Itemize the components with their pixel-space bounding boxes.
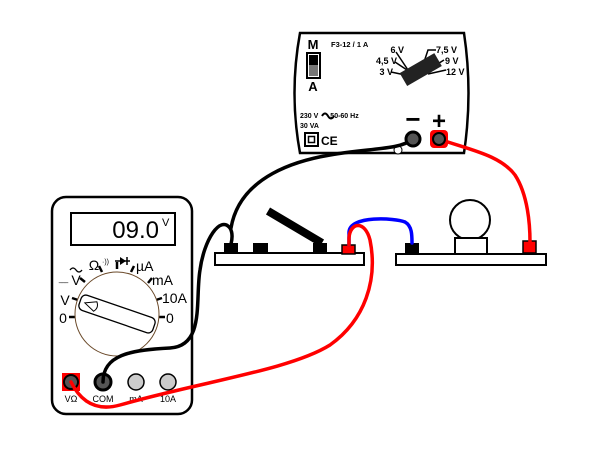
voltage-9v: 9 V [445, 56, 459, 66]
dial-pointer[interactable] [78, 294, 157, 335]
dc-symbol-icon: ‾‾‾ [58, 282, 69, 292]
lamp-terminal-black[interactable] [405, 243, 419, 254]
lamp-board [395, 253, 547, 266]
switch-terminal-2[interactable] [253, 243, 268, 253]
wire-black-com[interactable] [101, 222, 234, 384]
display [70, 212, 176, 246]
jack-label-com: COM [93, 394, 114, 404]
jack-label-10a: 10A [160, 394, 176, 404]
switch-terminal-1[interactable] [224, 243, 238, 253]
switch-lever[interactable] [265, 207, 325, 247]
voltage-6v: 6 V [390, 45, 404, 55]
mode-switch[interactable] [306, 52, 321, 79]
dial-label-dcv: V [60, 292, 70, 308]
mode-m-label: M [308, 37, 319, 52]
dial-ticks [69, 262, 165, 319]
power-rating: 30 VA [300, 123, 319, 130]
dial-label-ua: µA [136, 258, 154, 274]
continuity-icon: ·)) [102, 259, 109, 266]
dial-label-off-right: 0 [166, 310, 174, 326]
minus-label: − [405, 104, 420, 134]
wire-red-meter[interactable] [69, 223, 374, 409]
lamp [449, 199, 491, 255]
diode-icon [115, 257, 130, 265]
reading-unit: V [162, 217, 170, 229]
voltage-4-5v: 4,5 V [376, 56, 397, 66]
wire-red-supply[interactable] [437, 137, 532, 244]
voltage-selector-knob[interactable] [399, 53, 442, 87]
jack-10a[interactable] [159, 373, 177, 391]
jack-label-vohm: VΩ [65, 394, 78, 404]
dial-label-ohm: Ω [89, 257, 99, 273]
mode-a-label: A [308, 79, 318, 94]
power-supply: M A F3-12 / 1 A 6 V 4,5 V 3 V 7,5 V 9 V … [293, 31, 470, 155]
fuse-label: F3-12 / 1 A [331, 40, 369, 49]
voltage-12v: 12 V [446, 67, 465, 77]
supply-terminal-plus[interactable] [432, 132, 446, 146]
plus-label: + [432, 108, 446, 135]
dial-label-off-left: 0 [59, 310, 67, 326]
switch-terminal-3[interactable] [313, 243, 327, 253]
supply-terminal-minus[interactable] [404, 130, 422, 148]
dial-label-acv: V [71, 272, 81, 288]
switch-board [214, 252, 365, 266]
dial-label-ma: mA [152, 272, 174, 288]
multimeter: 09.0 V 0 V ‾‾‾ V Ω ·)) µA mA 10A 0 [50, 195, 194, 416]
ce-mark: CE [321, 134, 338, 148]
double-insulation-icon [304, 132, 319, 147]
dial-label-10a: 10A [162, 290, 188, 306]
ac-symbol-icon [321, 112, 335, 120]
wire-black-supply[interactable] [229, 137, 415, 230]
voltage-3v: 3 V [379, 67, 393, 77]
reading: 09.0 [112, 217, 159, 244]
jack-ma[interactable] [127, 373, 145, 391]
ac-symbol-icon [69, 267, 83, 273]
wire-blue[interactable] [347, 217, 414, 247]
voltage-7-5v: 7,5 V [436, 45, 457, 55]
